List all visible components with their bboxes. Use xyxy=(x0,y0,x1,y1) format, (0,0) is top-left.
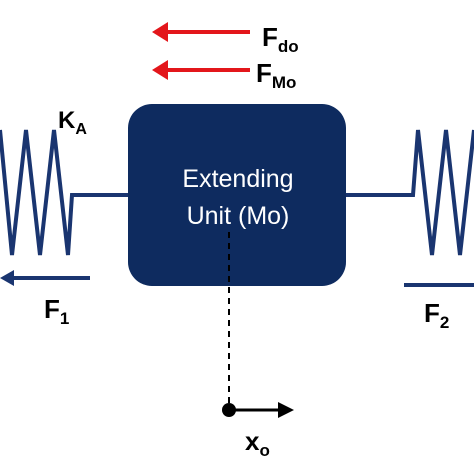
unit-label-line-2: Unit (Mo) xyxy=(187,202,290,230)
unit-label-line-1: Extending xyxy=(182,165,293,193)
label-f-1: F1 xyxy=(44,294,69,328)
label-f-mo: FMo xyxy=(256,58,296,92)
label-f-2: F2 xyxy=(424,298,449,332)
force-arrow-f-1 xyxy=(0,270,90,286)
right-spring xyxy=(345,129,474,256)
label-x-o: xo xyxy=(245,426,270,460)
force-arrow-f-do xyxy=(152,22,250,42)
label-f-do: Fdo xyxy=(262,22,299,56)
extending-unit-box xyxy=(128,104,346,286)
force-arrow-f-mo xyxy=(152,60,250,80)
label-k-a: KA xyxy=(58,107,87,138)
displacement-arrow-x-o xyxy=(229,402,294,418)
left-spring xyxy=(0,129,130,256)
